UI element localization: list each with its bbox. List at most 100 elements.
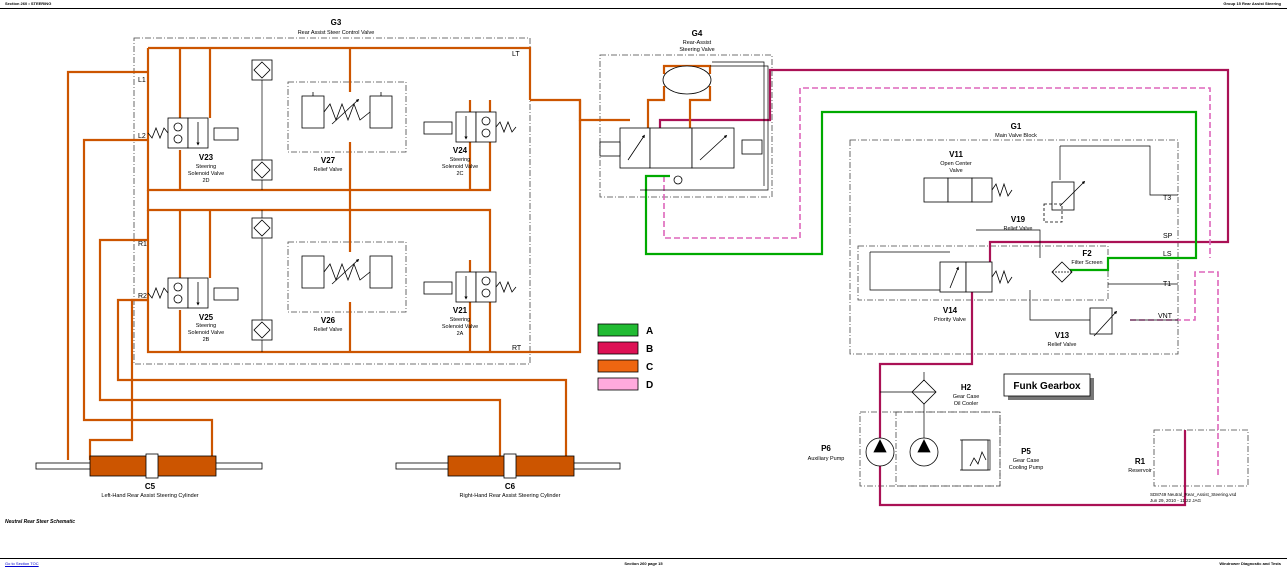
c5-name: Left-Hand Rear Assist Steering Cylinder <box>101 493 198 499</box>
port-ls: LS <box>1163 251 1172 258</box>
v25-symbol <box>147 277 239 309</box>
v24-l3: 2C <box>456 171 463 177</box>
port-l2: L2 <box>138 133 146 140</box>
v11-id: V11 <box>949 150 963 159</box>
h2-id: H2 <box>961 383 972 392</box>
header-group-label: Group 15 Rear Assist Steering <box>1223 1 1281 6</box>
g4-name1: Rear-Assist <box>683 40 712 46</box>
v21-l3: 2A <box>457 331 464 337</box>
v24-symbol <box>423 111 517 143</box>
v25-id: V25 <box>199 313 214 322</box>
p5-outline <box>895 411 1001 487</box>
page-footer: Go to Section TOC Section 260 page 15 Wi… <box>0 556 1287 572</box>
port-lt: LT <box>512 51 520 58</box>
shuttle-symbols <box>251 59 273 341</box>
footer-toc-link[interactable]: Go to Section TOC <box>5 561 39 566</box>
p5-l2: Cooling Pump <box>1009 465 1044 471</box>
g3-id: G3 <box>331 18 342 27</box>
v11-symbol <box>923 177 1013 203</box>
c6-name: Right-Hand Rear Assist Steering Cylinder <box>460 493 561 499</box>
footer-page-label: Section 260 page 15 <box>624 561 663 566</box>
p6-symbol <box>865 437 895 467</box>
f2-name: Filter Screen <box>1071 260 1102 266</box>
g4-name2: Steering Valve <box>679 47 714 53</box>
h2-symbol <box>911 379 937 405</box>
v23-id: V23 <box>199 153 214 162</box>
v25-l3: 2B <box>203 337 210 343</box>
v11-l1: Open Center <box>940 161 972 167</box>
g4-outline <box>599 54 773 198</box>
legend-label-d: D <box>646 380 653 391</box>
v24-l2: Solenoid Valve <box>442 164 478 170</box>
v13-name: Relief Valve <box>1048 342 1077 348</box>
v26-symbol <box>301 255 393 289</box>
v14-symbol <box>939 261 1013 293</box>
g3-outline <box>133 37 531 365</box>
v27-name: Relief Valve <box>314 167 343 173</box>
port-r2: R2 <box>138 293 147 300</box>
port-t3: T3 <box>1163 195 1171 202</box>
v19-symbol <box>1043 180 1086 223</box>
port-l1: L1 <box>138 77 146 84</box>
port-vnt: VNT <box>1158 313 1173 320</box>
legend-label-c: C <box>646 362 653 373</box>
v27-outline <box>287 81 407 153</box>
v27-symbol <box>301 92 393 129</box>
v24-id: V24 <box>453 146 468 155</box>
r1-outline <box>1153 429 1249 487</box>
v19-id: V19 <box>1011 215 1026 224</box>
v23-l2: Solenoid Valve <box>188 171 224 177</box>
v26-outline <box>287 241 407 313</box>
footer-doc-title: Windrower Diagnostic and Tests <box>1219 561 1281 566</box>
funk-gearbox-label: Funk Gearbox <box>1013 381 1081 392</box>
v26-name: Relief Valve <box>314 327 343 333</box>
line-b-paths <box>658 68 1230 507</box>
header-section-label: Section 260 • STEERING <box>5 1 52 6</box>
p6-name: Auxiliary Pump <box>808 456 845 462</box>
r1-name: Reservoir <box>1128 468 1152 474</box>
fine-lines <box>261 60 1178 471</box>
v21-l1: Steering <box>450 317 471 323</box>
v14-outline <box>857 245 1109 301</box>
legend-swatch-c <box>597 359 639 373</box>
port-t1: T1 <box>1163 281 1171 288</box>
legend-label-b: B <box>646 344 653 355</box>
cylinder-c5 <box>35 453 263 479</box>
funk-gearbox-box <box>1003 373 1091 397</box>
legend-swatch-d <box>597 377 639 391</box>
port-rt: RT <box>512 345 522 352</box>
f2-symbol <box>1051 261 1073 283</box>
g4-symbol <box>599 65 763 185</box>
p6-id: P6 <box>821 444 831 453</box>
footer-rule <box>0 558 1287 559</box>
h2-l1: Gear Case <box>953 394 980 400</box>
port-sp: SP <box>1163 233 1173 240</box>
line-a-paths <box>644 110 1198 272</box>
g1-id: G1 <box>1011 122 1022 131</box>
g3-name: Rear Assist Steer Control Valve <box>298 30 375 36</box>
v14-name: Priority Valve <box>934 317 966 323</box>
schematic-caption: Neutral Rear Steer Schematic <box>5 519 76 525</box>
v13-symbol <box>1089 307 1118 337</box>
port-r1: R1 <box>138 241 147 248</box>
c6-id: C6 <box>505 482 516 491</box>
v24-l1: Steering <box>450 157 471 163</box>
header-rule <box>0 8 1287 9</box>
file-note-line2: Jun 29, 2010 - 11:22 JAG <box>1150 498 1201 503</box>
v25-l2: Solenoid Valve <box>188 330 224 336</box>
c5-id: C5 <box>145 482 156 491</box>
h2-l2: Oil Cooler <box>954 401 979 407</box>
v25-l1: Steering <box>196 323 217 329</box>
v11-l2: Valve <box>949 168 962 174</box>
v23-symbol <box>147 117 239 149</box>
line-d-paths <box>663 87 1219 478</box>
v26-id: V26 <box>321 316 336 325</box>
p5-l1: Gear Case <box>1013 458 1040 464</box>
v27-id: V27 <box>321 156 336 165</box>
file-note-line1: SD8749 Neutral_Rear_Assist_Steering.vsd <box>1150 492 1237 497</box>
f2-id: F2 <box>1082 249 1092 258</box>
legend-label-a: A <box>646 326 653 337</box>
g1-outline <box>849 139 1179 355</box>
